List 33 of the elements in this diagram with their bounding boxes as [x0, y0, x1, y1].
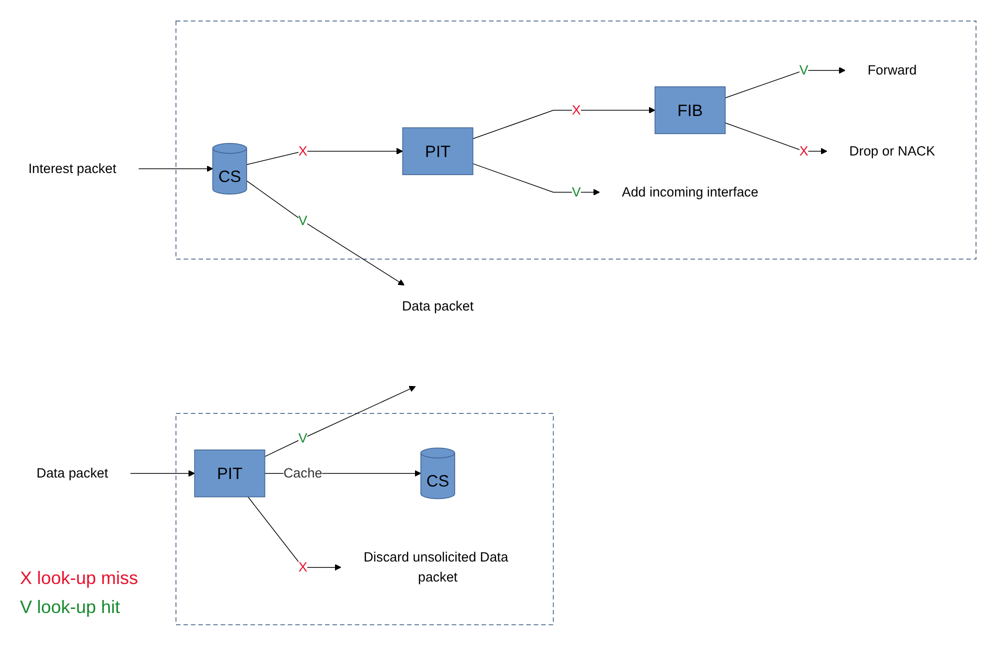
- arrow: [248, 496, 342, 571]
- edge-label: X: [298, 144, 308, 158]
- cluster: [176, 413, 554, 626]
- arrow: [724, 122, 828, 155]
- edge-label: X: [799, 144, 808, 158]
- edge-label: Cache: [283, 466, 322, 481]
- node-text: Add incoming interface: [622, 184, 758, 200]
- node-text: Data packet: [36, 466, 108, 481]
- node-box: PIT: [194, 450, 266, 498]
- edge-label: V: [298, 213, 308, 228]
- arrow: [724, 67, 846, 98]
- legend-note: X look-up miss: [20, 568, 138, 589]
- node-box: FIB: [654, 86, 726, 134]
- node-text: Forward: [868, 62, 917, 78]
- node-text: Drop or NACK: [849, 144, 936, 158]
- edge-label: X: [572, 102, 581, 118]
- arrow: [472, 163, 600, 196]
- arrow: [246, 180, 405, 286]
- legend-note: V look-up hit: [20, 597, 122, 618]
- edge-label: V: [298, 430, 308, 446]
- node-text: Interest packet: [28, 161, 116, 176]
- edge-label: V: [799, 62, 808, 78]
- edge-label: X: [298, 560, 308, 575]
- node-box: PIT: [402, 128, 474, 176]
- node-text: Discard unsolicited Data packet: [364, 550, 508, 585]
- cluster: [176, 20, 976, 260]
- node-text: Data packet: [402, 298, 474, 314]
- arrow: [264, 386, 416, 458]
- arrow: [130, 470, 195, 477]
- arrow: [246, 148, 403, 166]
- arrow: [138, 166, 214, 172]
- edge-label: V: [572, 184, 581, 200]
- arrow: [472, 107, 656, 140]
